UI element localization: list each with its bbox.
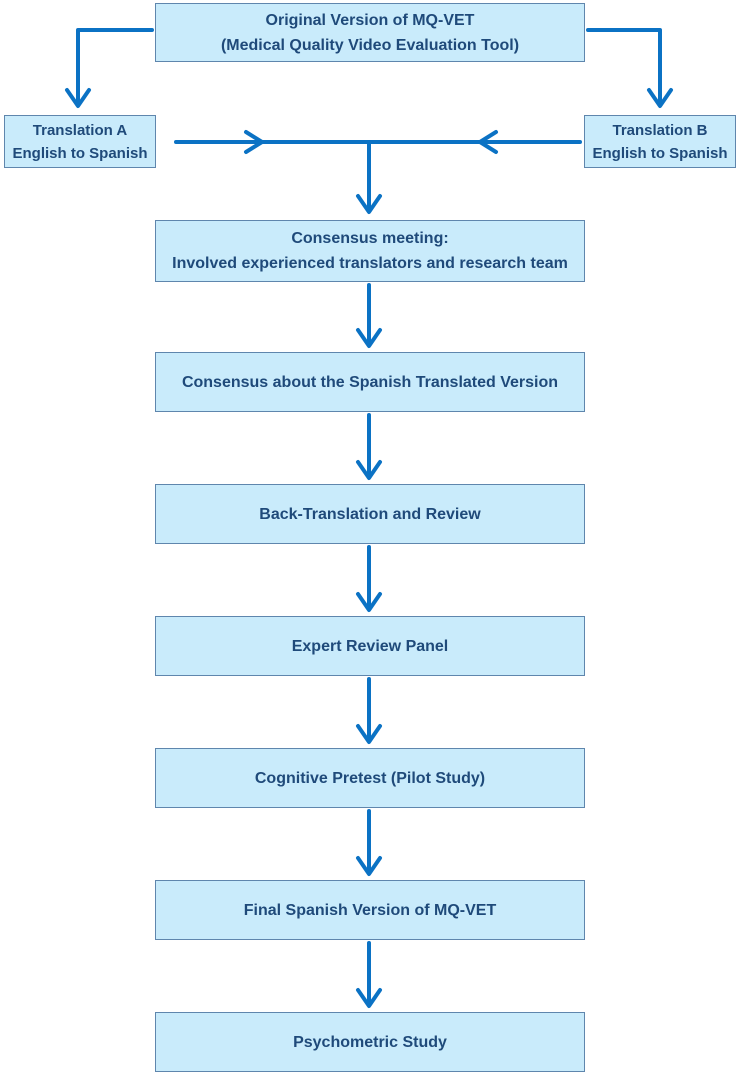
arrowhead-psychometric	[356, 988, 382, 1008]
node-consensus-spanish-label: Consensus about the Spanish Translated V…	[181, 373, 559, 391]
node-psychometric-label: Psychometric Study	[293, 1033, 447, 1051]
node-expert-review-label: Expert Review Panel	[291, 637, 449, 655]
node-cognitive-pretest[interactable]: Cognitive Pretest (Pilot Study)	[155, 748, 585, 808]
node-consensus-meeting[interactable]: Consensus meeting: Involved experienced …	[155, 220, 585, 282]
node-cognitive-pretest-label: Cognitive Pretest (Pilot Study)	[254, 769, 486, 787]
arrowhead-expert-review	[356, 592, 382, 612]
node-translation-b-title: Translation B	[612, 121, 708, 139]
node-original-version[interactable]: Original Version of MQ-VET (Medical Qual…	[155, 3, 585, 62]
node-psychometric-study[interactable]: Psychometric Study	[155, 1012, 585, 1072]
arrowhead-final-version	[356, 856, 382, 876]
node-final-version-label: Final Spanish Version of MQ-VET	[243, 901, 497, 919]
node-translation-a-title: Translation A	[32, 121, 128, 139]
node-translation-b-subtitle: English to Spanish	[592, 144, 728, 162]
edge-original-to-translation-a	[76, 28, 154, 106]
arrowhead-merge-left	[244, 130, 264, 154]
node-consensus-spanish-version[interactable]: Consensus about the Spanish Translated V…	[155, 352, 585, 412]
node-translation-b[interactable]: Translation B English to Spanish	[584, 115, 736, 168]
arrowhead-translation-b	[647, 88, 673, 108]
node-back-translation[interactable]: Back-Translation and Review	[155, 484, 585, 544]
node-original-subtitle: (Medical Quality Video Evaluation Tool)	[220, 36, 520, 54]
arrowhead-translation-a	[65, 88, 91, 108]
node-final-spanish-version[interactable]: Final Spanish Version of MQ-VET	[155, 880, 585, 940]
arrowhead-consensus-spanish	[356, 328, 382, 348]
node-back-translation-label: Back-Translation and Review	[259, 505, 481, 523]
arrowhead-consensus-meeting	[356, 194, 382, 214]
node-original-title: Original Version of MQ-VET	[265, 11, 475, 29]
arrowhead-merge-right	[478, 130, 498, 154]
node-translation-a-subtitle: English to Spanish	[12, 144, 148, 162]
arrowhead-cognitive-pretest	[356, 724, 382, 744]
node-translation-a[interactable]: Translation A English to Spanish	[4, 115, 156, 168]
node-expert-review-panel[interactable]: Expert Review Panel	[155, 616, 585, 676]
node-consensus-meeting-subtitle: Involved experienced translators and res…	[172, 255, 568, 272]
arrowhead-back-translation	[356, 460, 382, 480]
edge-original-to-translation-b	[586, 28, 662, 106]
node-consensus-meeting-title: Consensus meeting:	[291, 230, 449, 247]
